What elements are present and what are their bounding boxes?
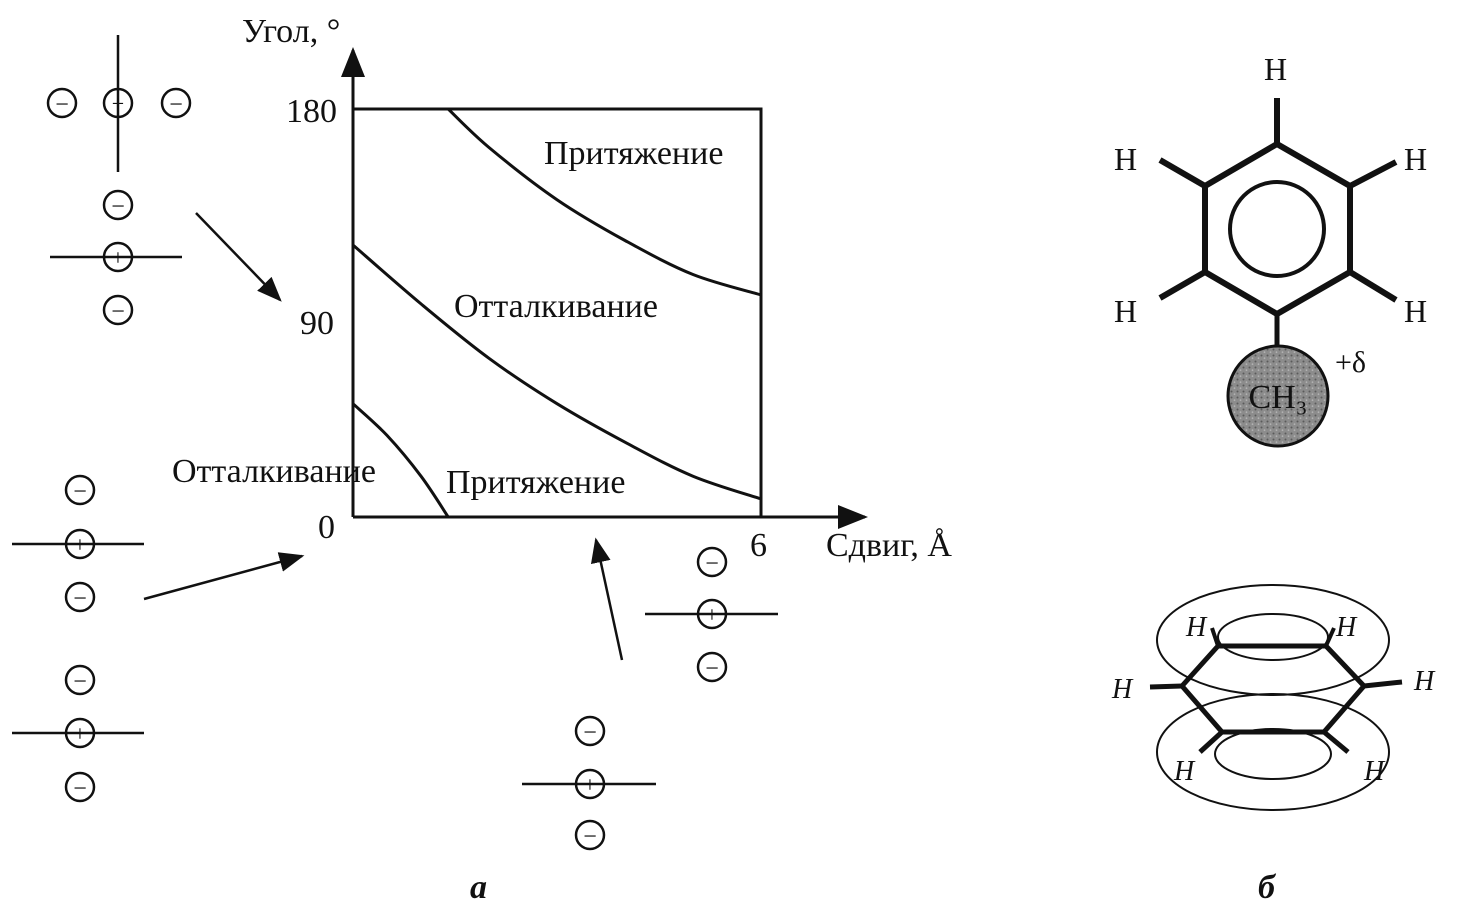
svg-text:−: −	[583, 824, 597, 850]
region-label-repulsion-bottom: Отталкивание	[172, 453, 376, 490]
minus-charge-icon: −	[102, 294, 134, 326]
x-axis-label: Сдвиг, Å	[826, 527, 952, 564]
svg-text:−: −	[73, 669, 87, 695]
region-label-attraction-bottom: Притяжение	[446, 464, 625, 501]
y-tick-90: 90	[300, 305, 334, 342]
minus-charge-icon: −	[64, 581, 96, 613]
quadrupole-upper-left: − + −	[50, 189, 182, 326]
partial-charge-label: +δ	[1335, 346, 1366, 379]
svg-text:−: −	[73, 479, 87, 505]
svg-text:+: +	[584, 772, 596, 797]
svg-text:−: −	[111, 299, 125, 325]
benzene-ring-perspective	[1179, 643, 1367, 735]
minus-charge-icon: −	[574, 819, 606, 851]
svg-text:−: −	[73, 586, 87, 612]
pi-cloud-lower-torus	[1156, 693, 1390, 811]
y-tick-0: 0	[318, 509, 335, 546]
region-label-attraction-top: Притяжение	[544, 135, 723, 172]
svg-text:+: +	[112, 91, 124, 116]
svg-text:−: −	[73, 776, 87, 802]
region-label-repulsion-middle: Отталкивание	[454, 288, 658, 325]
svg-text:+: +	[112, 245, 124, 270]
minus-charge-icon: −	[64, 664, 96, 696]
toluene-molecule: H H H H H CH₃ +δ	[1114, 51, 1427, 448]
plus-charge-icon: +	[64, 528, 96, 560]
svg-text:−: −	[705, 656, 719, 682]
plus-charge-icon: +	[696, 598, 728, 630]
hydrogen-label: H	[1413, 666, 1436, 697]
benzene-ring-hexagon	[1202, 141, 1353, 317]
hydrogen-label: H	[1404, 141, 1427, 177]
svg-text:−: −	[169, 92, 183, 118]
svg-text:+: +	[706, 602, 718, 627]
plot-frame	[353, 107, 763, 517]
svg-text:+: +	[74, 532, 86, 557]
minus-charge-icon: −	[64, 771, 96, 803]
quadrupole-lower-left-2: − + −	[12, 664, 144, 803]
quadrupole-bottom-center: − + −	[522, 715, 656, 851]
x-tick-6: 6	[750, 527, 767, 564]
minus-charge-icon: −	[160, 87, 192, 119]
hydrogen-label: H	[1111, 674, 1134, 705]
quadrupole-bottom-right: − + −	[645, 546, 778, 683]
svg-text:+: +	[74, 721, 86, 746]
plus-charge-icon: +	[574, 768, 606, 800]
plus-charge-icon: +	[102, 241, 134, 273]
minus-charge-icon: −	[64, 474, 96, 506]
quadrupole-edge-on: − + −	[46, 35, 192, 172]
svg-text:−: −	[705, 551, 719, 577]
pointer-arrow-90	[195, 212, 282, 302]
plus-charge-icon: +	[102, 87, 134, 119]
caption-b: б	[1258, 869, 1277, 906]
hydrogen-label: H	[1404, 293, 1427, 329]
hydrogen-label: H	[1185, 612, 1208, 643]
interaction-chart: Угол, ° Сдвиг, Å 180 90 0 6 Притяжение О…	[172, 13, 952, 564]
benzene-pi-cloud: H H H H H H	[1111, 584, 1436, 811]
hydrogen-label: H	[1114, 141, 1137, 177]
svg-text:−: −	[111, 194, 125, 220]
boundary-curve-upper	[447, 107, 762, 297]
svg-text:−: −	[55, 92, 69, 118]
aromatic-ring-circle	[1228, 180, 1326, 278]
plus-charge-icon: +	[64, 717, 96, 749]
hydrogen-label: H	[1114, 293, 1137, 329]
svg-text:−: −	[583, 720, 597, 746]
hydrogen-label: H	[1173, 756, 1196, 787]
minus-charge-icon: −	[102, 189, 134, 221]
boundary-curve-middle	[352, 243, 762, 501]
minus-charge-icon: −	[696, 546, 728, 578]
hydrogen-label: H	[1264, 51, 1287, 87]
quadrupole-lower-left-1: − + −	[12, 474, 144, 613]
methyl-label: CH₃	[1248, 379, 1307, 416]
boundary-curve-lower	[351, 402, 450, 518]
methyl-group-sphere	[1226, 344, 1330, 448]
caption-a: а	[470, 869, 487, 906]
minus-charge-icon: −	[574, 715, 606, 747]
minus-charge-icon: −	[696, 651, 728, 683]
hydrogen-label: H	[1363, 756, 1386, 787]
y-tick-180: 180	[286, 93, 337, 130]
y-axis-label: Угол, °	[242, 13, 340, 50]
minus-charge-icon: −	[46, 87, 78, 119]
hydrogen-label: H	[1335, 612, 1358, 643]
pointer-arrow-shift	[590, 537, 624, 661]
pointer-arrow-origin	[143, 552, 305, 601]
